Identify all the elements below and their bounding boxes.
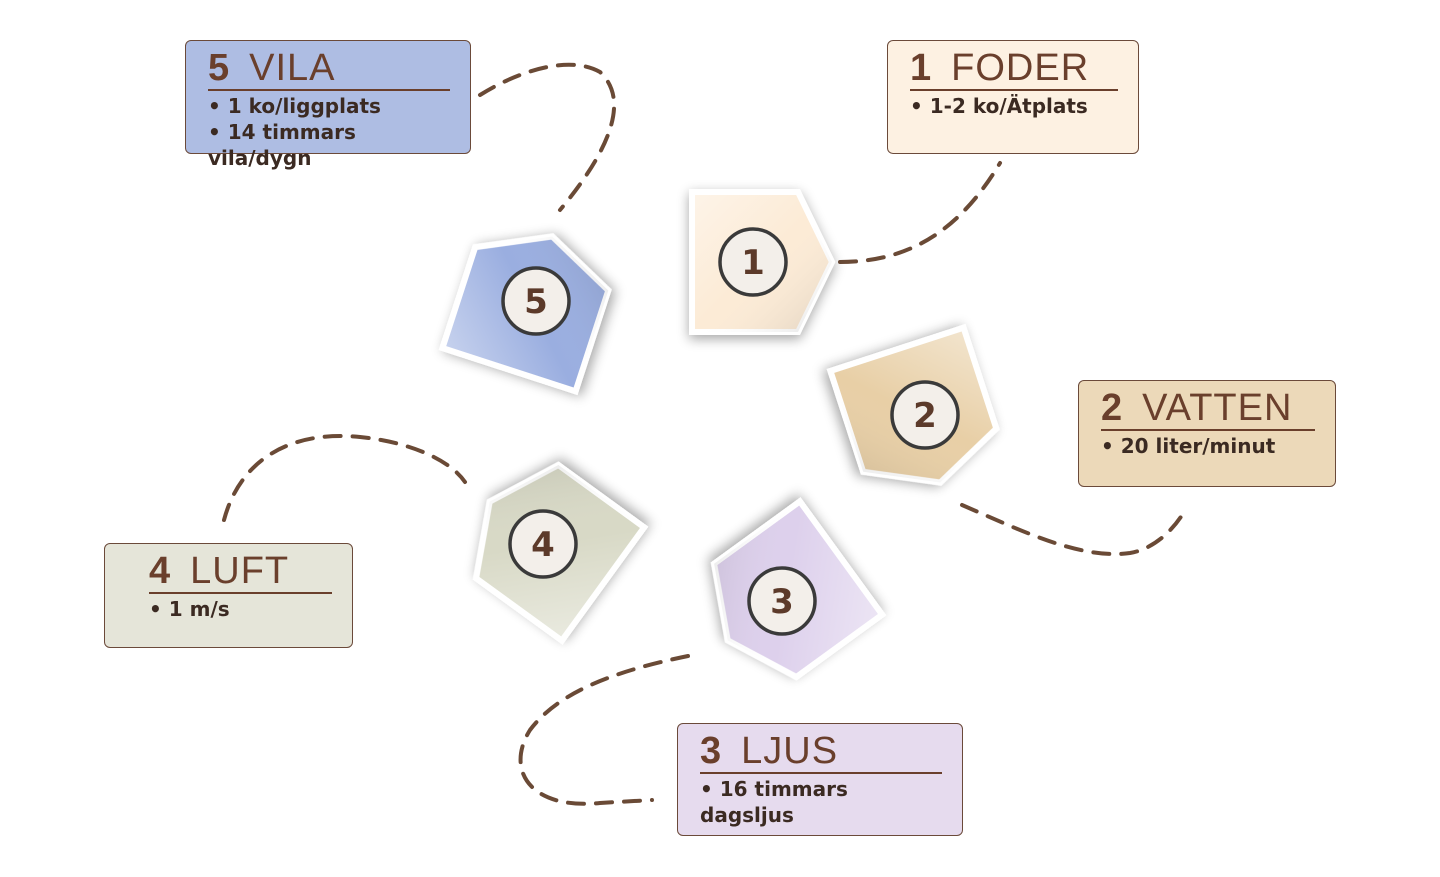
marker-2-label: 2 <box>890 380 960 450</box>
marker-1-circle <box>718 227 788 297</box>
connector-4 <box>222 434 467 522</box>
card-5-bullets: 1 ko/liggplats 14 timmars vila/dygn <box>208 93 450 171</box>
card-5-bullet-1: 1 ko/liggplats <box>208 93 450 119</box>
card-3-number: 3 <box>700 730 722 772</box>
card-5: 5 VILA 1 ko/liggplats 14 timmars vila/dy… <box>185 40 471 170</box>
card-1-bullets: 1-2 ko/Ätplats <box>910 93 1118 119</box>
marker-1: 1 <box>689 189 836 335</box>
card-3-name: LJUS <box>741 730 839 772</box>
card-4-bullets: 1 m/s <box>149 596 332 622</box>
card-3-bullet: 16 timmars dagsljus <box>700 776 942 828</box>
card-2-number: 2 <box>1101 387 1123 429</box>
connector-lines <box>222 62 1187 806</box>
card-2-title: 2 VATTEN <box>1101 387 1315 431</box>
card-2: 2 VATTEN 20 liter/minut <box>1078 380 1336 487</box>
card-4-bullet: 1 m/s <box>149 596 332 622</box>
card-3-title: 3 LJUS <box>700 730 942 774</box>
marker-3-label: 3 <box>747 566 817 636</box>
card-3-bullets: 16 timmars dagsljus <box>700 776 942 828</box>
card-2-bullet: 20 liter/minut <box>1101 433 1315 459</box>
marker-2-circle <box>890 380 960 450</box>
marker-4-label: 4 <box>508 509 578 579</box>
card-1-number: 1 <box>910 47 932 89</box>
marker-4-circle <box>508 509 578 579</box>
marker-1-number: 1 <box>741 243 765 283</box>
card-4: 4 LUFT 1 m/s <box>104 543 353 648</box>
card-1: 1 FODER 1-2 ko/Ätplats <box>887 40 1139 154</box>
marker-5-circle <box>501 266 571 336</box>
marker-4-number: 4 <box>531 525 555 565</box>
card-2-name: VATTEN <box>1142 387 1293 429</box>
marker-5-number: 5 <box>524 282 548 322</box>
card-1-bullet: 1-2 ko/Ätplats <box>910 93 1118 119</box>
marker-5-label: 5 <box>501 266 571 336</box>
connector-5 <box>478 62 616 212</box>
card-4-name: LUFT <box>190 550 290 592</box>
marker-2-number: 2 <box>913 396 937 436</box>
card-4-number: 4 <box>149 550 171 592</box>
marker-3-circle <box>747 566 817 636</box>
card-5-number: 5 <box>208 47 230 89</box>
connector-1 <box>838 161 1002 264</box>
marker-3-number: 3 <box>770 582 794 622</box>
card-5-name: VILA <box>249 47 336 89</box>
card-1-title: 1 FODER <box>910 47 1118 91</box>
card-2-bullets: 20 liter/minut <box>1101 433 1315 459</box>
card-5-title: 5 VILA <box>208 47 450 91</box>
connector-2 <box>960 503 1187 556</box>
card-4-title: 4 LUFT <box>149 550 332 594</box>
card-3: 3 LJUS 16 timmars dagsljus <box>677 723 963 836</box>
connector-3 <box>518 654 690 806</box>
card-1-name: FODER <box>951 47 1090 89</box>
card-5-bullet-2: 14 timmars vila/dygn <box>208 119 450 171</box>
